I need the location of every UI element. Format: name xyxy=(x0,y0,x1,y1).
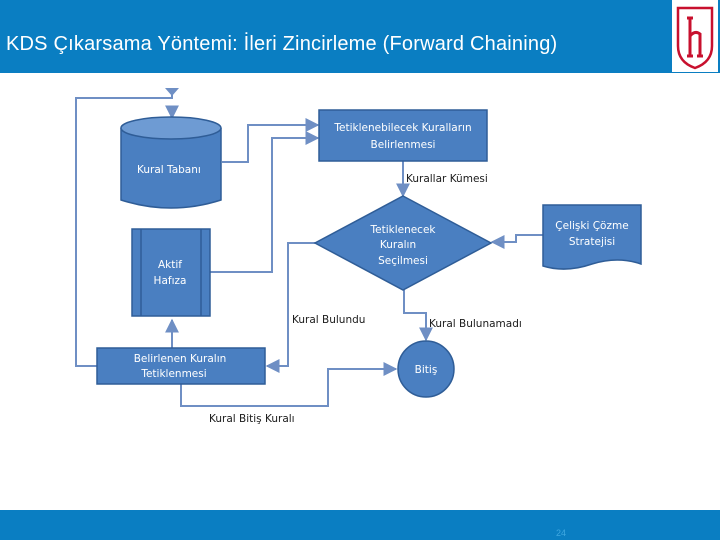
edge-conflict-to-select xyxy=(490,234,543,249)
working-memory-label-1: Aktif xyxy=(158,259,182,271)
edge-memory-to-determine xyxy=(210,131,320,273)
select-rule-node: Tetiklenecek Kuralın Seçilmesi xyxy=(313,195,493,291)
determine-rules-label-2: Belirlenmesi xyxy=(371,139,436,151)
edge-fire-to-end xyxy=(180,362,398,407)
working-memory-label-2: Hafıza xyxy=(154,275,187,287)
edge-select-to-end xyxy=(403,290,433,342)
select-rule-label-3: Seçilmesi xyxy=(378,255,428,267)
determine-rules-node: Tetiklenebilecek Kuralların Belirlenmesi xyxy=(318,109,488,162)
conflict-strategy-label-1: Çelişki Çözme xyxy=(555,220,628,232)
edge-label-rule-not-found: Kural Bulunamadı xyxy=(429,318,522,330)
edge-select-to-fire xyxy=(265,242,316,373)
end-node: Bitiş xyxy=(397,340,455,398)
select-rule-label-2: Kuralın xyxy=(380,239,416,251)
edge-rulebase-to-determine xyxy=(222,118,320,163)
edge-label-rule-end: Kural Bitiş Kuralı xyxy=(209,413,295,425)
conflict-strategy-label-2: Stratejisi xyxy=(569,236,615,248)
fire-rule-label-2: Tetiklenmesi xyxy=(140,368,206,380)
fire-rule-label-1: Belirlenen Kuralın xyxy=(134,353,227,365)
determine-rules-label-1: Tetiklenebilecek Kuralların xyxy=(333,122,471,134)
university-logo xyxy=(672,0,718,72)
end-label: Bitiş xyxy=(415,364,438,376)
select-rule-label-1: Tetiklenecek xyxy=(369,224,436,236)
footer-bar xyxy=(0,510,720,540)
working-memory-node: Aktif Hafıza xyxy=(131,228,211,317)
conflict-strategy-node: Çelişki Çözme Stratejisi xyxy=(542,204,642,270)
title-bar xyxy=(0,0,720,73)
slide-title: KDS Çıkarsama Yöntemi: İleri Zincirleme … xyxy=(6,33,558,55)
edge-label-rule-set: Kurallar Kümesi xyxy=(406,173,488,185)
rule-base-node: Kural Tabanı xyxy=(120,116,222,209)
fire-rule-node: Belirlenen Kuralın Tetiklenmesi xyxy=(96,347,266,385)
rule-base-label: Kural Tabanı xyxy=(137,164,201,176)
edge-label-rule-found: Kural Bulundu xyxy=(292,314,365,326)
page-number: 24 xyxy=(556,528,567,538)
